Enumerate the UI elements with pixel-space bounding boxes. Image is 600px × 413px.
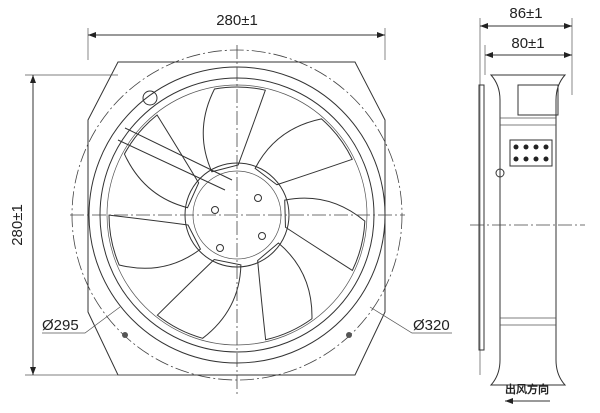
terminal-icon bbox=[533, 156, 539, 162]
fan-blade bbox=[257, 242, 313, 341]
motor-box bbox=[517, 84, 559, 116]
body-depth-label: 80±1 bbox=[511, 35, 544, 52]
bolt-icon bbox=[216, 244, 224, 252]
overall-depth-label: 86±1 bbox=[509, 5, 542, 22]
leader-d295 bbox=[42, 306, 121, 334]
terminals bbox=[513, 144, 549, 162]
fan-blades bbox=[108, 86, 366, 341]
outer-diameter-label: Ø320 bbox=[413, 317, 450, 334]
terminal-icon bbox=[543, 156, 549, 162]
airflow-direction-label: 出风方向 bbox=[505, 382, 549, 396]
ground-screw-icon bbox=[495, 168, 505, 178]
terminal-block bbox=[509, 139, 553, 167]
height-dimension: 280±1 bbox=[9, 204, 26, 246]
fan-blade bbox=[284, 197, 366, 272]
front-view: 280±1 280±1 Ø295 Ø320 bbox=[9, 12, 452, 395]
terminal-icon bbox=[543, 144, 549, 150]
side-view: 86±1 80±1 出风方向 bbox=[470, 5, 585, 404]
bolt-icon bbox=[211, 206, 219, 214]
hub-bolts bbox=[211, 194, 266, 252]
terminal-icon bbox=[513, 144, 519, 150]
width-dimension: 280±1 bbox=[216, 12, 258, 29]
terminal-icon bbox=[533, 144, 539, 150]
fan-blade bbox=[254, 118, 353, 186]
inner-diameter-label: Ø295 bbox=[42, 317, 79, 334]
fan-blade bbox=[108, 214, 202, 269]
fan-blade bbox=[123, 114, 200, 209]
guard-plate bbox=[478, 84, 485, 351]
leader-d320 bbox=[369, 306, 452, 334]
mount-hole-icon bbox=[142, 90, 158, 106]
mount-hole-icon bbox=[346, 332, 352, 338]
bolt-icon bbox=[254, 194, 262, 202]
housing-ribs bbox=[500, 117, 556, 326]
fan-blade bbox=[202, 86, 266, 173]
mount-hole-icon bbox=[122, 332, 128, 338]
terminal-icon bbox=[513, 156, 519, 162]
motor-support-arm bbox=[117, 127, 233, 191]
terminal-icon bbox=[523, 156, 529, 162]
terminal-icon bbox=[523, 144, 529, 150]
bolt-icon bbox=[258, 232, 266, 240]
frame-outline bbox=[87, 61, 386, 376]
fan-blade bbox=[156, 258, 242, 339]
fan-housing bbox=[489, 74, 567, 386]
